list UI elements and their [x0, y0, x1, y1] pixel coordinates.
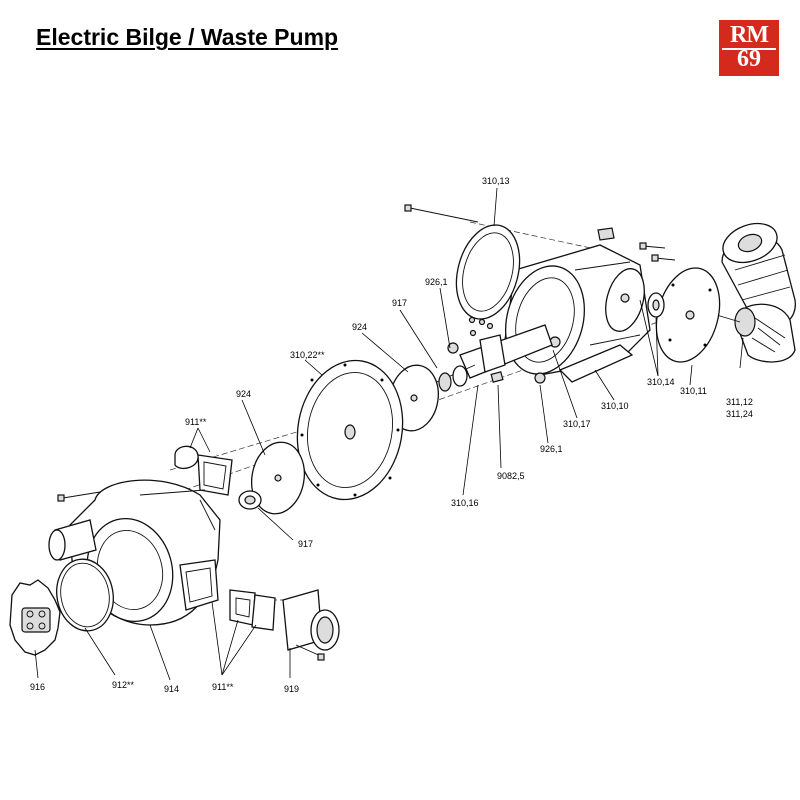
- label-311-24: 311,24: [726, 409, 753, 419]
- label-911-bottom: 911**: [212, 682, 234, 692]
- valve-top: [174, 445, 233, 496]
- motor-flange-plate: [655, 267, 721, 363]
- label-310-14: 310,14: [647, 377, 675, 387]
- label-924-left: 924: [236, 389, 251, 399]
- label-917-top: 917: [392, 298, 407, 308]
- logo-line-2: 69: [737, 46, 761, 72]
- label-917-bottom: 917: [298, 539, 313, 549]
- label-310-10: 310,10: [601, 401, 629, 411]
- part-labels: 310,13 926,1 917 924 310,22** 924 911** …: [30, 176, 753, 694]
- label-926-1-bottom: 926,1: [540, 444, 563, 454]
- logo-divider: [722, 48, 776, 50]
- cover-gasket: [56, 558, 114, 632]
- label-311-12: 311,12: [726, 397, 753, 407]
- label-924-top: 924: [352, 322, 367, 332]
- leader-lines: [34, 187, 744, 681]
- connecting-rod: [429, 316, 553, 392]
- valve-bottom: [229, 589, 276, 631]
- label-926-1-top: 926,1: [425, 277, 448, 287]
- label-310-16: 310,16: [451, 498, 479, 508]
- page-title: Electric Bilge / Waste Pump: [36, 24, 339, 50]
- diaphragm-nut: [238, 490, 262, 510]
- outlet-fitting: [282, 589, 340, 661]
- label-310-13: 310,13: [482, 176, 510, 186]
- label-919: 919: [284, 684, 299, 694]
- label-310-22: 310,22**: [290, 350, 325, 360]
- inspection-cover: [9, 579, 61, 656]
- logo-line-1: RM: [730, 22, 769, 48]
- rm69-logo: RM 69: [719, 20, 779, 76]
- label-914: 914: [164, 684, 179, 694]
- oil-seals: [639, 242, 676, 318]
- housing-gasket: [404, 204, 521, 320]
- label-310-11: 310,11: [680, 386, 707, 396]
- label-310-17: 310,17: [563, 419, 591, 429]
- label-9082-5: 9082,5: [497, 471, 525, 481]
- electric-motor: [699, 222, 796, 363]
- label-912: 912**: [112, 680, 135, 690]
- diaphragm-plate-bottom: [250, 441, 306, 515]
- label-911-top: 911**: [185, 417, 207, 427]
- pump-diaphragm: [296, 359, 404, 501]
- label-916: 916: [30, 682, 45, 692]
